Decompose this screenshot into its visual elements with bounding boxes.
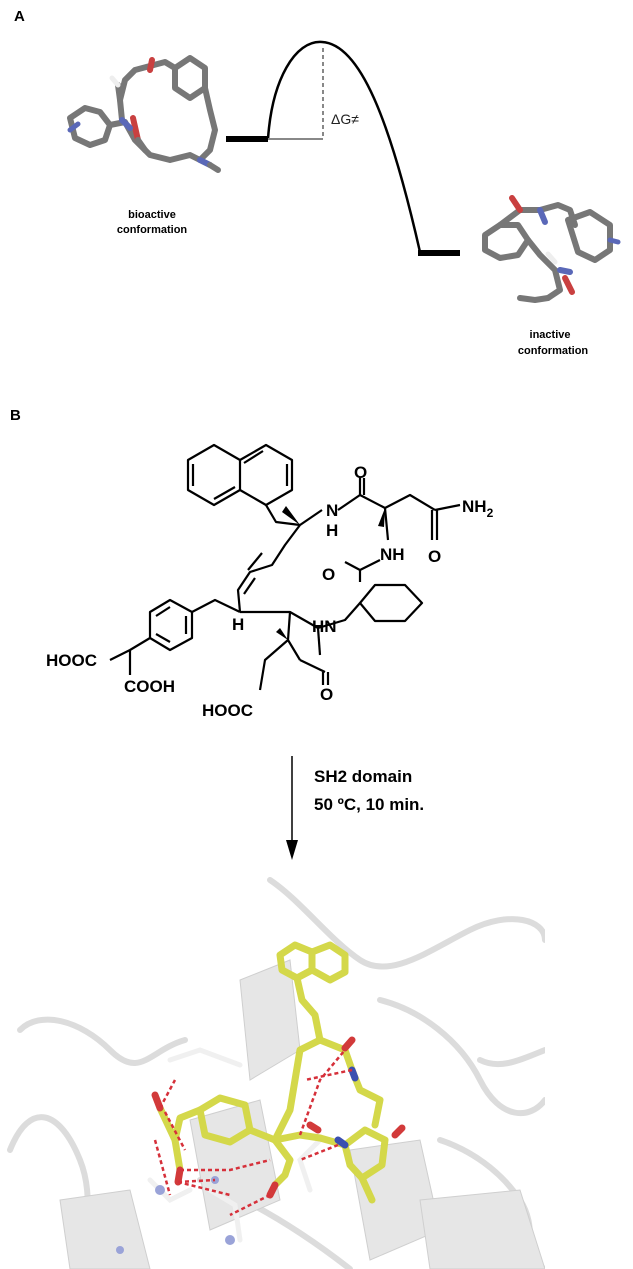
label-h-stereo: H <box>232 615 244 634</box>
label-nh2-main: NH <box>462 497 487 516</box>
protein-nitrogens <box>116 1176 235 1254</box>
chemical-structure: O NH2 O N H NH O HN H O HOOC COOH HOOC <box>46 443 494 720</box>
panel-a-label: A <box>14 8 25 25</box>
label-o4: O <box>320 685 333 704</box>
protein-sidechains <box>147 1047 323 1243</box>
bioactive-structure <box>67 55 221 173</box>
label-nh2: NH2 <box>462 497 494 520</box>
reaction-condition-1: SH2 domain <box>314 767 413 786</box>
label-cooh: COOH <box>124 677 175 696</box>
protein-sheets <box>59 959 545 1269</box>
label-n-amide1: N <box>326 501 338 520</box>
label-h-amide1: H <box>326 521 338 540</box>
wedge-bond <box>276 628 288 640</box>
label-o1: O <box>354 463 367 482</box>
wedge-bond <box>378 508 385 527</box>
hydrogen-bonds <box>153 1049 353 1217</box>
panel-b-label: B <box>10 407 21 424</box>
inactive-caption-line1: inactive <box>530 329 571 341</box>
panel-a-diagram: ΔG≠ bioactive conformation <box>67 40 621 357</box>
label-hooc-2: HOOC <box>202 701 253 720</box>
bioactive-caption-line1: bioactive <box>128 209 176 221</box>
wedge-bond <box>282 506 300 525</box>
label-hooc-1: HOOC <box>46 651 97 670</box>
label-nh2-sub: 2 <box>487 506 494 520</box>
barrier-label: ΔG≠ <box>331 111 359 127</box>
ligand-oxygens <box>151 1036 406 1199</box>
energy-profile <box>226 40 460 256</box>
label-hn: HN <box>312 617 337 636</box>
label-o3: O <box>322 565 335 584</box>
label-o2: O <box>428 547 441 566</box>
bioactive-caption-line2: conformation <box>117 224 188 236</box>
reaction-condition-2: 50 ºC, 10 min. <box>314 795 425 814</box>
label-nh-amide2: NH <box>380 545 405 564</box>
ligand-nitrogens <box>334 1066 359 1149</box>
inactive-structure <box>482 195 621 303</box>
inactive-caption-line2: conformation <box>518 345 589 357</box>
